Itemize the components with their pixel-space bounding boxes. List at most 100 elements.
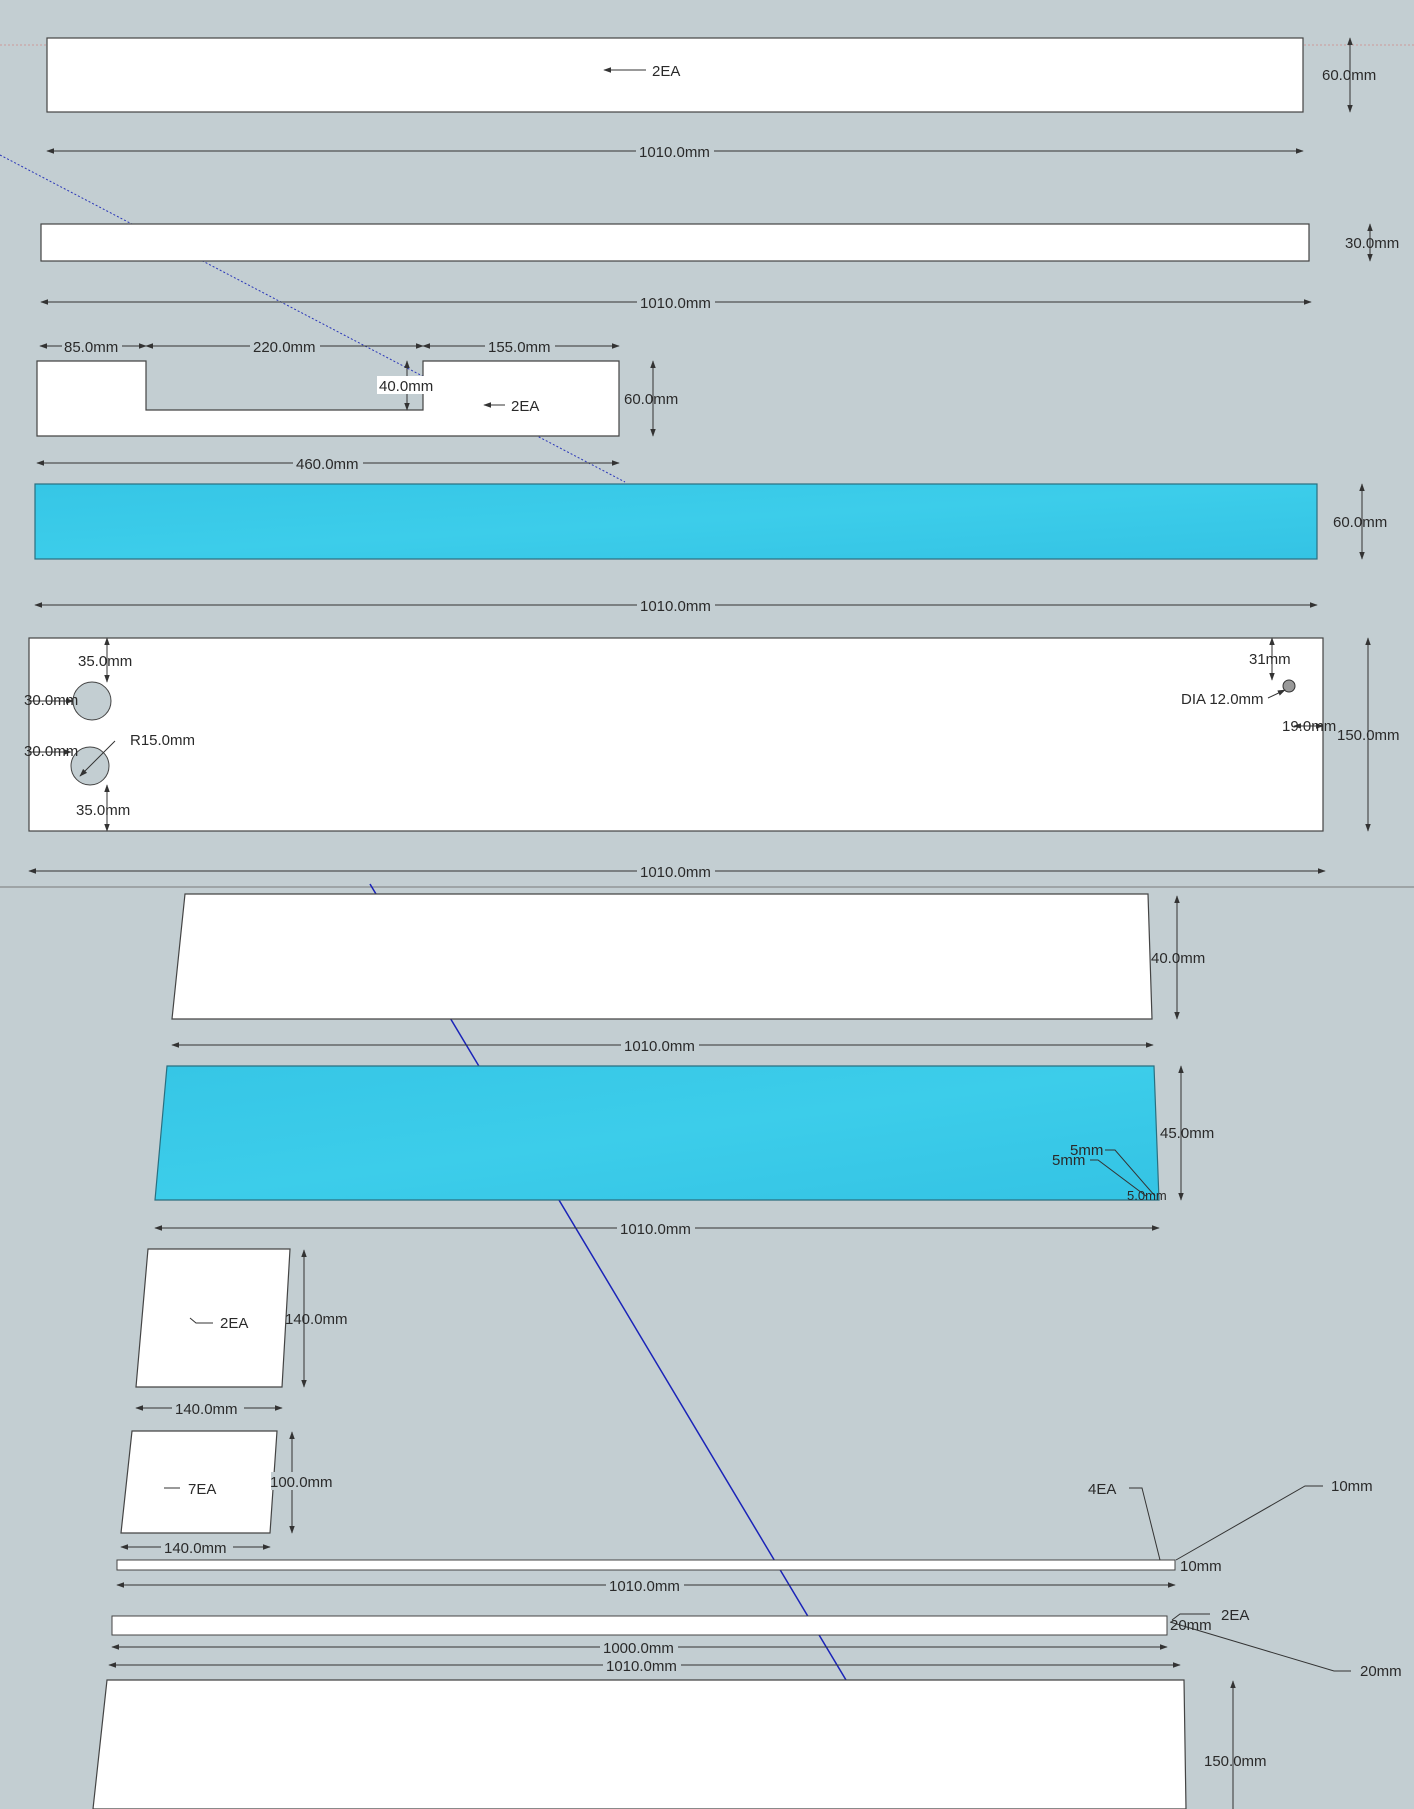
part-11-strip bbox=[111, 1615, 1168, 1636]
thickness-label: 10mm bbox=[1331, 1478, 1373, 1495]
left-segment-label: 85.0mm bbox=[64, 339, 118, 356]
label-backdrop bbox=[621, 1036, 699, 1054]
part-3: 85.0mm 220.0mm 155.0mm 40.0mm 2EA 60.0mm… bbox=[36, 337, 678, 473]
height-label: 45.0mm bbox=[1160, 1125, 1214, 1142]
small-hole-top-label: 31mm bbox=[1249, 651, 1291, 668]
part-1-panel bbox=[46, 37, 1304, 113]
height-label: 40.0mm bbox=[1151, 950, 1205, 967]
height-label: 30.0mm bbox=[1345, 235, 1399, 252]
part-8: 2EA 140.0mm 140.0mm bbox=[135, 1248, 348, 1418]
inner-length-label: 1000.0mm bbox=[603, 1640, 674, 1657]
hole-upper bbox=[72, 681, 112, 721]
hole-edge-offset-label-2: 30.0mm bbox=[24, 743, 78, 760]
width-label: 140.0mm bbox=[164, 1540, 227, 1557]
length-label: 1010.0mm bbox=[640, 864, 711, 881]
height-label: 60.0mm bbox=[1322, 67, 1376, 84]
length-label: 1010.0mm bbox=[640, 295, 711, 312]
label-backdrop bbox=[603, 1656, 681, 1674]
part-2-panel bbox=[40, 223, 1310, 262]
hole-edge-offset-label-1: 30.0mm bbox=[24, 692, 78, 709]
part-1: 2EA 60.0mm 1010.0mm bbox=[46, 37, 1376, 161]
height-label: 100.0mm bbox=[270, 1474, 333, 1491]
chamfer-leader-2 bbox=[1090, 1159, 1147, 1197]
small-hole-side-label: 19.0mm bbox=[1282, 718, 1336, 735]
chamfer-label-2: 5mm bbox=[1052, 1152, 1085, 1169]
hole-bottom-offset-label: 35.0mm bbox=[76, 802, 130, 819]
label-backdrop bbox=[637, 862, 715, 880]
part-6: 40.0mm 1010.0mm bbox=[171, 893, 1205, 1055]
part-6-panel bbox=[171, 893, 1153, 1020]
part-9: 7EA 100.0mm 140.0mm bbox=[120, 1430, 333, 1557]
label-backdrop bbox=[377, 376, 437, 394]
label-backdrop bbox=[485, 337, 555, 355]
length-label: 1010.0mm bbox=[606, 1658, 677, 1675]
part-12-panel bbox=[92, 1679, 1187, 1809]
hole-top-offset-label: 35.0mm bbox=[78, 653, 132, 670]
label-backdrop bbox=[606, 1576, 684, 1594]
acrylic-panel bbox=[154, 1065, 1160, 1201]
corner-detail-label: 5.0mm bbox=[1127, 1188, 1167, 1203]
hole-radius-label: R15.0mm bbox=[130, 732, 195, 749]
part-11: 2EA 20mm 20mm 1000.0mm 1010.0mm bbox=[108, 1607, 1402, 1680]
quantity-leader bbox=[189, 1317, 213, 1324]
part-5-panel bbox=[28, 637, 1324, 832]
part-9-panel bbox=[120, 1430, 278, 1534]
quantity-label: 4EA bbox=[1088, 1481, 1116, 1498]
length-label: 1010.0mm bbox=[639, 144, 710, 161]
thickness-label: 20mm bbox=[1360, 1663, 1402, 1680]
length-label: 1010.0mm bbox=[640, 598, 711, 615]
right-segment-label: 155.0mm bbox=[488, 339, 551, 356]
height-label: 20mm bbox=[1170, 1617, 1212, 1634]
label-backdrop bbox=[62, 337, 122, 355]
height-label: 10mm bbox=[1180, 1558, 1222, 1575]
label-backdrop bbox=[637, 596, 715, 614]
quantity-label: 2EA bbox=[652, 63, 680, 80]
label-backdrop bbox=[637, 293, 715, 311]
quantity-label: 2EA bbox=[511, 398, 539, 415]
label-backdrop bbox=[250, 337, 320, 355]
label-backdrop bbox=[172, 1399, 244, 1417]
label-backdrop bbox=[161, 1538, 233, 1556]
length-label: 1010.0mm bbox=[609, 1578, 680, 1595]
dotted-blue-axis-line bbox=[0, 154, 626, 483]
small-hole-dia-leader bbox=[1267, 689, 1286, 699]
part-8-panel bbox=[135, 1248, 291, 1388]
thickness-leader bbox=[1169, 1621, 1351, 1672]
label-backdrop bbox=[600, 1638, 678, 1656]
chamfer-leader-1 bbox=[1105, 1149, 1156, 1197]
part-10-strip bbox=[116, 1559, 1176, 1571]
part-10: 4EA 10mm 10mm 1010.0mm bbox=[116, 1478, 1373, 1595]
quantity-leader bbox=[1171, 1613, 1210, 1621]
radius-leader bbox=[79, 740, 116, 777]
quantity-label: 2EA bbox=[1221, 1607, 1249, 1624]
part-5: 35.0mm 30.0mm 30.0mm R15.0mm 35.0mm 31mm… bbox=[24, 637, 1400, 881]
part-4-acrylic: 60.0mm 1010.0mm bbox=[34, 483, 1387, 615]
part-2: 30.0mm 1010.0mm bbox=[40, 223, 1399, 312]
height-label: 150.0mm bbox=[1204, 1753, 1267, 1770]
length-label: 1010.0mm bbox=[620, 1221, 691, 1238]
quantity-label: 7EA bbox=[188, 1481, 216, 1498]
height-label: 150.0mm bbox=[1337, 727, 1400, 744]
acrylic-panel bbox=[34, 483, 1318, 560]
part-12: 150.0mm bbox=[92, 1679, 1267, 1809]
label-backdrop bbox=[271, 1472, 329, 1490]
chamfer-label-1: 5mm bbox=[1070, 1142, 1103, 1159]
part-7-acrylic: 45.0mm 5mm 5mm 5.0mm 1010.0mm bbox=[154, 1065, 1214, 1238]
height-label: 140.0mm bbox=[285, 1311, 348, 1328]
height-label: 60.0mm bbox=[624, 391, 678, 408]
length-label: 460.0mm bbox=[296, 456, 359, 473]
length-label: 1010.0mm bbox=[624, 1038, 695, 1055]
height-label: 60.0mm bbox=[1333, 514, 1387, 531]
label-backdrop bbox=[293, 454, 363, 472]
thickness-leader bbox=[1175, 1485, 1323, 1561]
part-3-panel bbox=[36, 360, 620, 437]
quantity-label: 2EA bbox=[220, 1315, 248, 1332]
notch-width-label: 220.0mm bbox=[253, 339, 316, 356]
label-backdrop bbox=[636, 142, 714, 160]
small-hole bbox=[1282, 679, 1296, 693]
label-backdrop bbox=[617, 1219, 695, 1237]
quantity-leader bbox=[1129, 1487, 1161, 1561]
notch-depth-label: 40.0mm bbox=[379, 378, 433, 395]
small-hole-dia-label: DIA 12.0mm bbox=[1181, 691, 1264, 708]
